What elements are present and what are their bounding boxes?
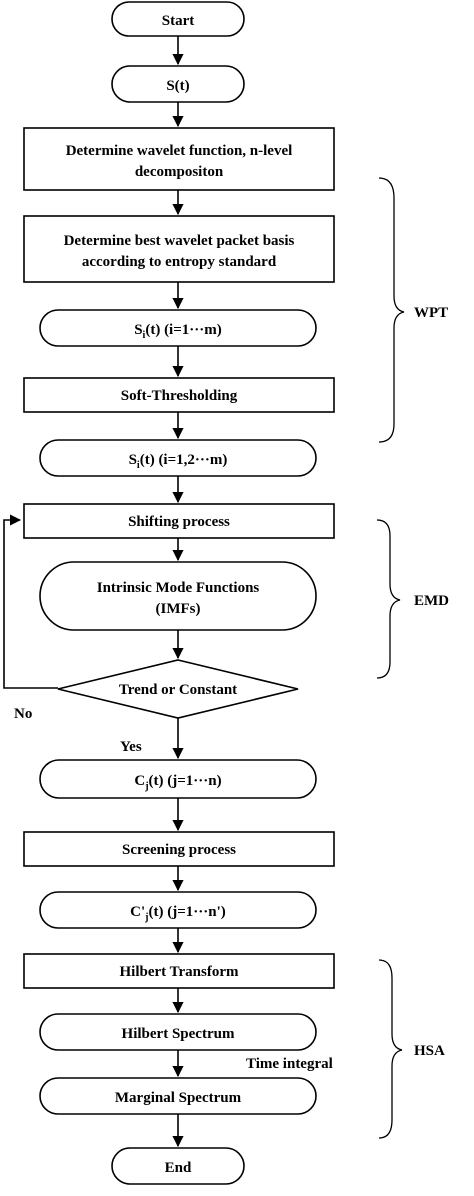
node-hilbert-transform: Hilbert Transform <box>23 953 335 989</box>
node-si-t-1: Si(t) (i=1···m) <box>39 309 317 347</box>
node-cj-t: Cj(t) (j=1···n) <box>39 759 317 799</box>
node-determine-wavelet: Determine wavelet function, n-level deco… <box>23 127 335 191</box>
node-screening-process: Screening process <box>23 831 335 867</box>
si-t-2-label: Si(t) (i=1,2···m) <box>129 452 228 471</box>
brace-wpt: WPT <box>378 177 448 443</box>
time-integral-label: Time integral <box>246 1056 333 1072</box>
node-end: End <box>111 1147 245 1185</box>
no-label: No <box>14 706 32 722</box>
hilbert-spectrum-label: Hilbert Spectrum <box>122 1026 235 1042</box>
shifting-process-label: Shifting process <box>128 514 230 530</box>
best-basis-line2: according to entropy standard <box>82 254 277 270</box>
imfs-line2: (IMFs) <box>156 601 201 617</box>
node-start: Start <box>111 1 245 37</box>
cprime-j-t-label: C'j(t) (j=1···n') <box>130 904 226 923</box>
node-soft-thresholding: Soft-Thresholding <box>23 377 335 413</box>
node-cprime-j-t: C'j(t) (j=1···n') <box>39 891 317 929</box>
node-s-t: S(t) <box>111 65 245 103</box>
node-hilbert-spectrum: Hilbert Spectrum <box>39 1013 317 1051</box>
determine-wavelet-line2: decompositon <box>135 164 224 180</box>
s-t-label: S(t) <box>166 78 189 94</box>
hsa-label: HSA <box>414 1043 445 1059</box>
marginal-spectrum-label: Marginal Spectrum <box>115 1090 242 1106</box>
si-t-1-label: Si(t) (i=1···m) <box>134 322 222 341</box>
connectors <box>3 36 184 1148</box>
best-basis-line1: Determine best wavelet packet basis <box>64 233 295 249</box>
yes-label: Yes <box>120 739 142 755</box>
node-si-t-2: Si(t) (i=1,2···m) <box>39 439 317 477</box>
start-label: Start <box>162 13 195 29</box>
brace-hsa: HSA <box>378 959 445 1139</box>
determine-wavelet-line1: Determine wavelet function, n-level <box>66 143 293 159</box>
cj-t-label: Cj(t) (j=1···n) <box>134 773 221 792</box>
emd-label: EMD <box>414 593 449 609</box>
node-shifting-process: Shifting process <box>23 503 335 539</box>
end-label: End <box>165 1160 192 1176</box>
brace-emd: EMD <box>376 519 449 679</box>
decision-trend-or-constant: Trend or Constant <box>57 659 299 719</box>
hilbert-transform-label: Hilbert Transform <box>119 964 239 980</box>
trend-or-constant-label: Trend or Constant <box>119 682 237 698</box>
wpt-label: WPT <box>414 305 448 321</box>
imfs-line1: Intrinsic Mode Functions <box>97 580 260 596</box>
node-best-basis: Determine best wavelet packet basis acco… <box>23 215 335 283</box>
screening-process-label: Screening process <box>122 842 236 858</box>
node-marginal-spectrum: Marginal Spectrum <box>39 1077 317 1115</box>
node-imfs: Intrinsic Mode Functions (IMFs) <box>39 561 317 631</box>
soft-thresholding-label: Soft-Thresholding <box>121 388 238 404</box>
